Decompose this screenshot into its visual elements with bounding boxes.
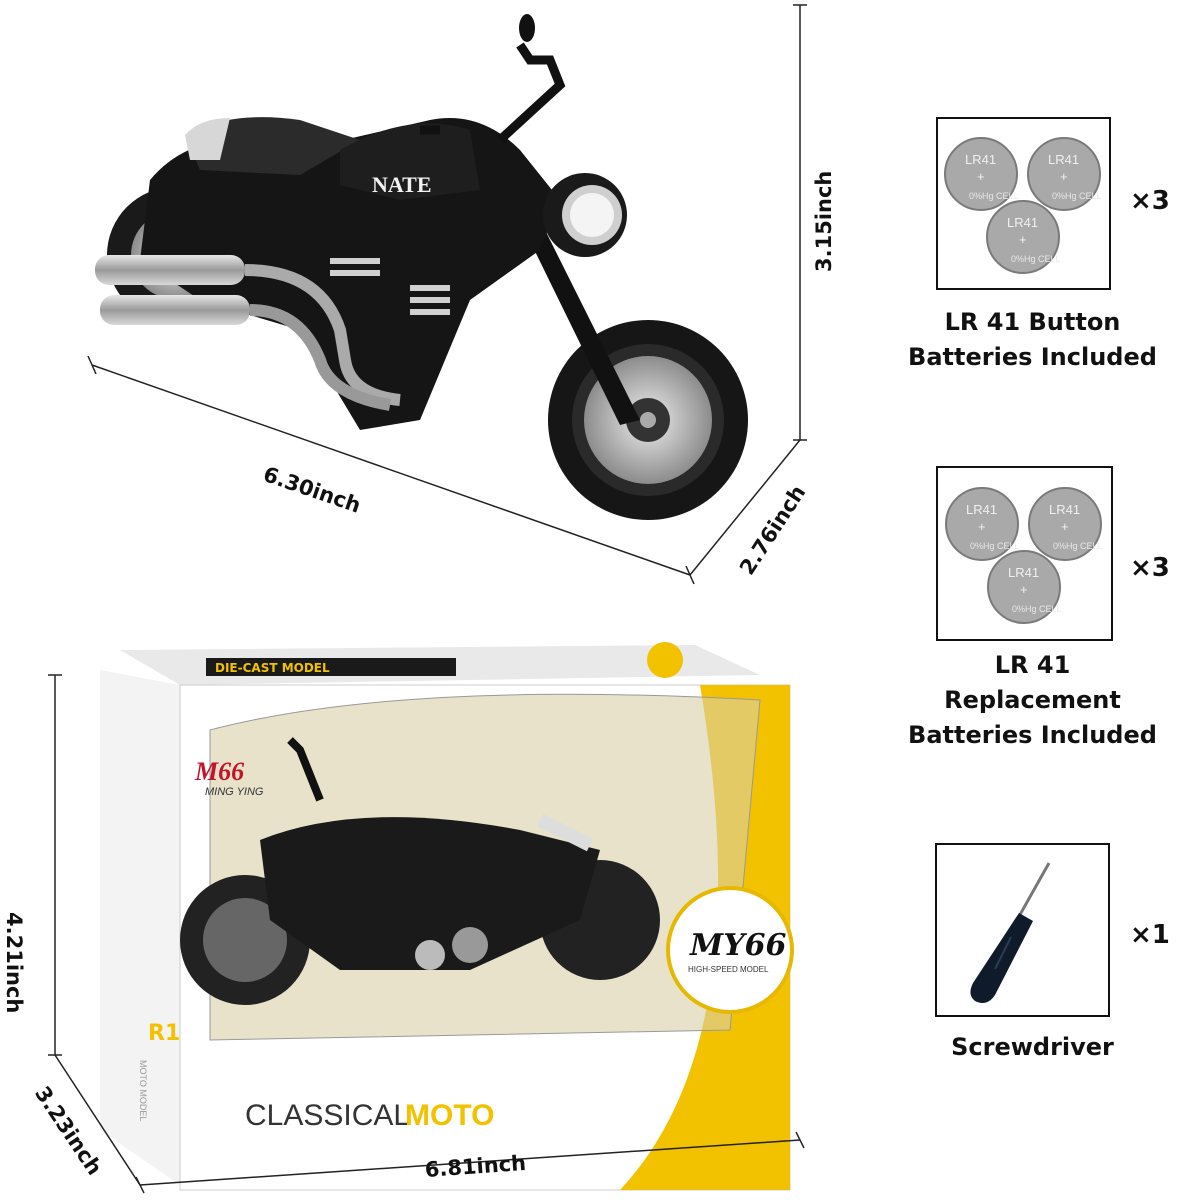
- svg-text:LR41: LR41: [1048, 152, 1079, 167]
- front-title-part1: CLASSICAL: [245, 1099, 410, 1132]
- svg-text:+: +: [977, 169, 985, 184]
- caption-line: Screwdriver: [951, 1033, 1114, 1061]
- packaging-box-illustration: DIE-CAST MODEL R1 MOTO MODEL M66 MING YI…: [48, 642, 805, 1194]
- box-height-label: 4.21inch: [2, 912, 26, 1014]
- caption-line: Batteries Included: [908, 343, 1157, 371]
- svg-text:LR41: LR41: [1008, 565, 1039, 580]
- front-wheel: [548, 320, 748, 520]
- battery-cell: LR41 + 0%Hg CELL: [986, 200, 1061, 274]
- model-badge: MY66: [689, 928, 786, 963]
- bike-height-label: 3.15inch: [812, 170, 836, 272]
- battery-cells-graphic: LR41 + 0%Hg CELL LR41 + 0%Hg CELL LR41 +…: [944, 137, 1102, 274]
- svg-text:+: +: [1019, 232, 1027, 247]
- svg-text:LR41: LR41: [965, 152, 996, 167]
- boxed-motorcycle: [180, 737, 660, 1005]
- svg-text:LR41: LR41: [1007, 215, 1038, 230]
- battery-cell: LR41 + 0%Hg CELL: [945, 487, 1020, 561]
- caption-line: Replacement: [944, 686, 1121, 714]
- svg-text:0%Hg CELL: 0%Hg CELL: [970, 541, 1020, 551]
- caption-line: LR 41 Button: [944, 308, 1121, 336]
- side-code: R1: [148, 1021, 180, 1046]
- svg-text:+: +: [978, 519, 986, 534]
- exhaust-pipes: [95, 255, 401, 411]
- top-strip-text: DIE-CAST MODEL: [215, 661, 330, 675]
- motorcycle-illustration: NATE: [87, 4, 807, 585]
- svg-text:+: +: [1020, 582, 1028, 597]
- caption-line: LR 41: [994, 651, 1071, 679]
- button-battery-panel: LR41 + 0%Hg CELL LR41 + 0%Hg CELL LR41 +…: [936, 117, 1111, 290]
- tank-text: NATE: [372, 172, 432, 197]
- replacement-battery-panel: LR41 + 0%Hg CELL LR41 + 0%Hg CELL LR41 +…: [936, 466, 1113, 641]
- screwdriver-quantity: ×1: [1130, 920, 1170, 950]
- svg-text:+: +: [1061, 519, 1069, 534]
- brand-name: MING YING: [205, 786, 264, 798]
- replacement-battery-quantity: ×3: [1130, 553, 1170, 583]
- battery-cell: LR41 + 0%Hg CELL: [987, 550, 1062, 624]
- badge-sub: HIGH-SPEED MODEL: [688, 965, 769, 974]
- svg-text:LR41: LR41: [966, 502, 997, 517]
- svg-text:0%Hg CELL: 0%Hg CELL: [1052, 191, 1102, 201]
- caption-line: Batteries Included: [908, 721, 1157, 749]
- replacement-battery-caption: LR 41 Replacement Batteries Included: [880, 648, 1185, 753]
- screwdriver-panel: [935, 843, 1110, 1017]
- button-battery-quantity: ×3: [1130, 186, 1170, 216]
- svg-text:+: +: [1060, 169, 1068, 184]
- svg-text:0%Hg CELL: 0%Hg CELL: [969, 191, 1019, 201]
- button-battery-caption: LR 41 Button Batteries Included: [880, 305, 1185, 375]
- brand-mark: M66: [194, 757, 244, 786]
- battery-cells-graphic: LR41 + 0%Hg CELL LR41 + 0%Hg CELL LR41 +…: [945, 487, 1103, 624]
- svg-text:0%Hg CELL: 0%Hg CELL: [1012, 604, 1062, 614]
- front-title-part2: MOTO: [405, 1099, 494, 1132]
- battery-cell: LR41 + 0%Hg CELL: [1027, 137, 1102, 211]
- screwdriver-icon: [970, 862, 1051, 1003]
- svg-text:LR41: LR41: [1049, 502, 1080, 517]
- screwdriver-caption: Screwdriver: [880, 1030, 1185, 1065]
- battery-cell: LR41 + 0%Hg CELL: [1028, 487, 1103, 561]
- svg-text:0%Hg CELL: 0%Hg CELL: [1053, 541, 1103, 551]
- side-text: MOTO MODEL: [138, 1060, 148, 1121]
- svg-text:0%Hg CELL: 0%Hg CELL: [1011, 254, 1061, 264]
- battery-cell: LR41 + 0%Hg CELL: [944, 137, 1019, 211]
